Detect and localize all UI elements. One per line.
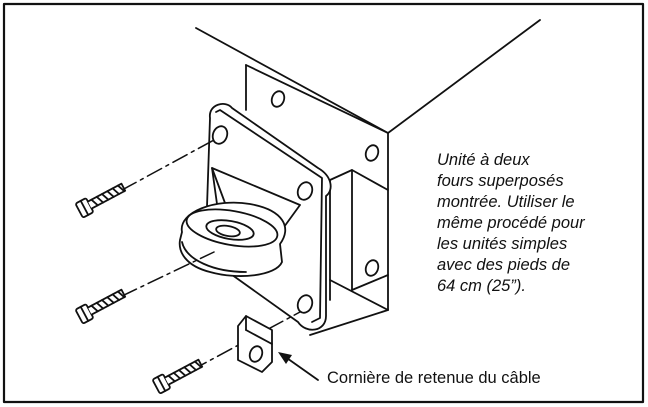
caster	[178, 167, 301, 277]
cabinet-corner	[195, 19, 541, 336]
note-line: montrée. Utiliser le	[437, 193, 575, 211]
unit-description-note: Unité à deux fours superposés montrée. U…	[437, 150, 637, 297]
note-line: avec des pieds de	[437, 256, 571, 274]
callout-leader	[278, 352, 319, 381]
screw-bottom	[152, 358, 204, 394]
note-line: même procédé pour	[437, 214, 585, 232]
note-line: fours superposés	[437, 172, 564, 190]
note-line: Unité à deux	[437, 151, 530, 169]
cabinet-holes	[270, 90, 380, 277]
note-line: 64 cm (25”).	[437, 277, 526, 295]
note-line: les unités simples	[437, 235, 568, 253]
cable-retention-bracket	[237, 315, 273, 373]
screw-middle	[75, 288, 127, 324]
screw-top	[75, 182, 127, 218]
cable-bracket-callout-label: Cornière de retenue du câble	[327, 369, 541, 387]
